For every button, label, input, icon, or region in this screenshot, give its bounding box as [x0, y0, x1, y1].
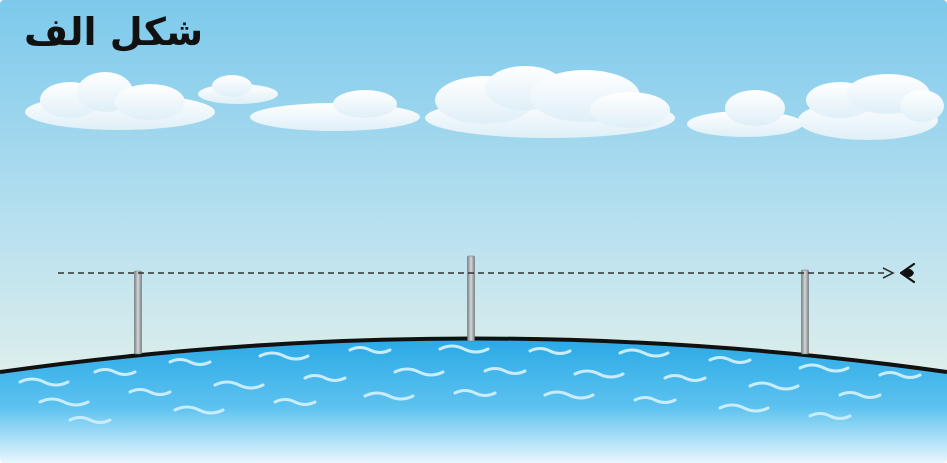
sea — [0, 339, 947, 463]
pole-right — [802, 270, 809, 354]
pole-middle — [468, 256, 475, 341]
pole-left — [135, 271, 142, 354]
figure-label: شکل الف — [24, 10, 203, 56]
